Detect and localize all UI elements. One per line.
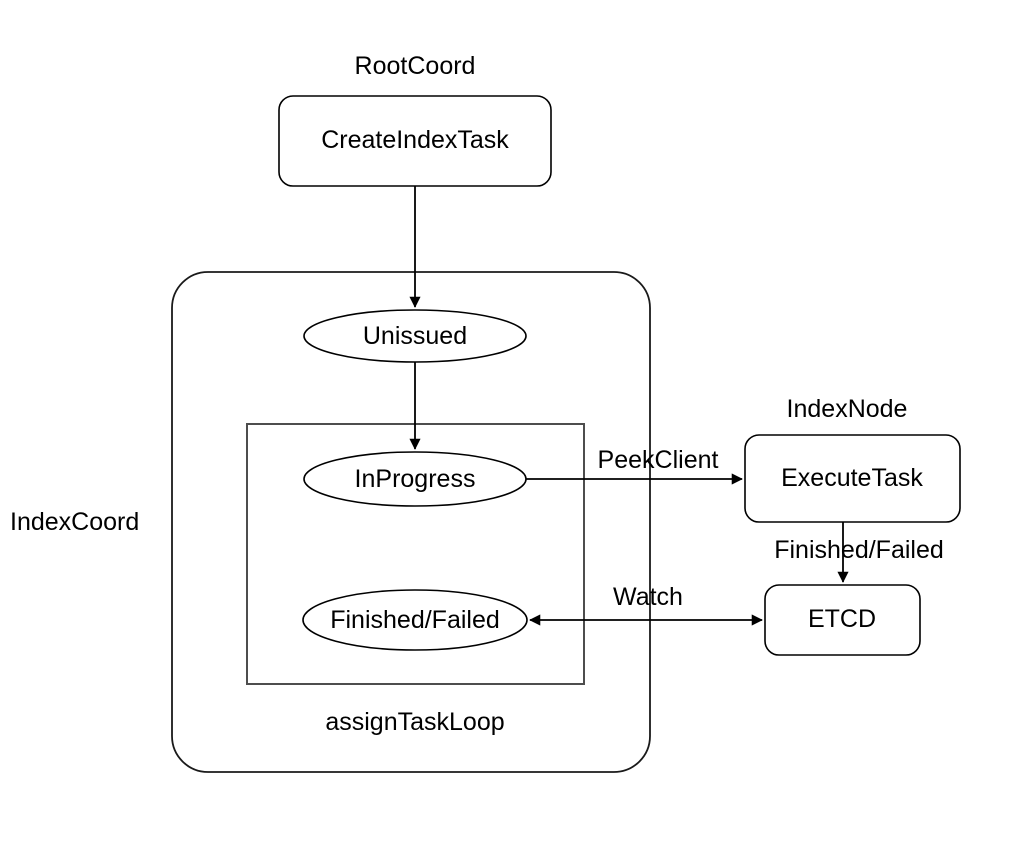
node-finished-failed-shape[interactable] bbox=[302, 589, 528, 651]
group-label-rootcoord: RootCoord bbox=[354, 52, 476, 80]
group-indexcoord-boundary bbox=[171, 271, 651, 773]
node-execute-task-shape[interactable] bbox=[744, 434, 961, 523]
node-label-unissued[interactable]: Unissued bbox=[362, 322, 468, 350]
node-etcd-shape[interactable] bbox=[764, 584, 921, 656]
group-label-assigntaskloop: assignTaskLoop bbox=[325, 708, 505, 736]
edge-label-finished-failed: Finished/Failed bbox=[774, 536, 944, 564]
node-label-execute-task[interactable]: ExecuteTask bbox=[781, 464, 923, 492]
node-label-inprogress[interactable]: InProgress bbox=[354, 465, 476, 493]
edge-label-watch: Watch bbox=[613, 583, 683, 611]
group-label-indexcoord: IndexCoord bbox=[10, 508, 140, 536]
group-label-indexnode: IndexNode bbox=[786, 395, 908, 423]
node-label-finished-failed[interactable]: Finished/Failed bbox=[330, 606, 500, 634]
edge-label-peekclient: PeekClient bbox=[597, 446, 719, 474]
node-label-create-index-task[interactable]: CreateIndexTask bbox=[321, 126, 509, 154]
node-label-etcd[interactable]: ETCD bbox=[807, 605, 877, 633]
